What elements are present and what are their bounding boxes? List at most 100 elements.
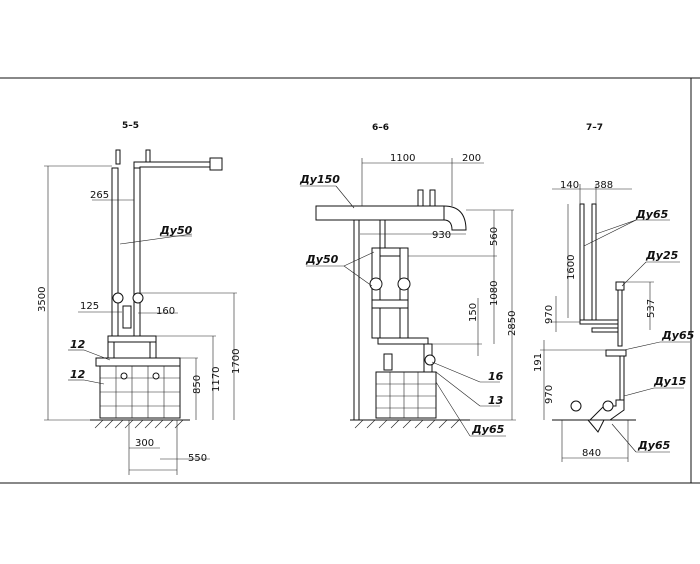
dim-191: 191 (533, 353, 544, 372)
leader-line (335, 185, 355, 209)
valve-icon (369, 277, 383, 291)
valve-stem (429, 189, 436, 207)
horizontal-pipe (605, 349, 627, 357)
label-du65: Ду65 (637, 439, 671, 452)
label-du25: Ду25 (645, 249, 679, 262)
leader-line (595, 219, 637, 235)
valve-stem (145, 149, 151, 163)
label-item-12: 12 (70, 368, 86, 381)
dim-190: 970 (544, 305, 555, 324)
bolt-icon (120, 372, 128, 380)
leader-line (623, 387, 655, 397)
leader-line (431, 361, 481, 383)
equipment-frame (375, 371, 437, 419)
valve-stem (417, 189, 424, 207)
dim-125: 125 (80, 301, 99, 312)
top-branch-pipe (139, 166, 222, 168)
section-title: 6–6 (372, 123, 389, 133)
gauge-icon (112, 292, 124, 304)
frame-beam (107, 335, 157, 343)
valve-icon (397, 277, 411, 291)
end-fitting (209, 157, 223, 171)
riser-pipe (133, 167, 141, 339)
leader-line (119, 233, 193, 245)
dim-970: 970 (544, 385, 555, 404)
dim-840: 840 (582, 448, 601, 459)
riser-pipe (617, 285, 623, 347)
riser-pipe (619, 355, 625, 401)
dim-160: 160 (156, 306, 175, 317)
loop-pipe (399, 247, 409, 339)
dim-152: 300 (135, 438, 154, 449)
frame-post (149, 341, 157, 361)
dim-537: 537 (646, 299, 657, 318)
dim-3500: 3500 (37, 287, 48, 312)
section-6-6: 6–6 (299, 123, 518, 437)
valve-body (122, 305, 132, 329)
section-title: 7–7 (586, 123, 603, 133)
label-du65: Ду65 (635, 208, 669, 221)
top-branch-pipe (133, 161, 222, 168)
equipment-detail (376, 372, 436, 418)
dim-265: 265 (90, 190, 109, 201)
dim-1170: 1170 (211, 367, 222, 392)
label-du50: Ду50 (159, 224, 193, 237)
leader-line (83, 349, 111, 361)
dim-930: 930 (432, 230, 451, 241)
dim-850: 850 (192, 375, 203, 394)
riser-pipe (111, 167, 119, 339)
dim-2850: 2850 (507, 311, 518, 336)
main-header-pipe (315, 205, 445, 221)
fitting (615, 281, 625, 291)
pump-body (383, 353, 393, 371)
leader-line (611, 423, 637, 453)
label-du65: Ду65 (661, 329, 695, 342)
label-du50: Ду50 (305, 253, 339, 266)
leader-line (435, 371, 481, 407)
bolt-icon (152, 372, 160, 380)
label-item-16: 16 (488, 370, 504, 383)
dim-1700: 1700 (231, 349, 242, 374)
leader-line (343, 265, 373, 287)
floor-hatch (94, 419, 184, 429)
pipe-run (572, 399, 625, 421)
horizontal-pipe (579, 319, 623, 325)
loop-pipe (371, 247, 381, 339)
frame-post (107, 341, 115, 361)
horizontal-pipe (377, 337, 429, 345)
strainer-icon (586, 419, 605, 433)
equipment-detail (100, 366, 180, 418)
dim-200: 200 (462, 153, 481, 164)
riser-pipe (579, 203, 585, 323)
dim-560: 560 (489, 227, 500, 246)
leader-line (621, 261, 647, 287)
dim-1600: 1600 (566, 255, 577, 280)
leader-line (583, 219, 637, 247)
gauge-icon (570, 400, 582, 412)
section-5-5: 5–5 (37, 121, 242, 475)
leader-line (623, 341, 661, 351)
riser-pipe (591, 203, 597, 323)
label-item-12: 12 (70, 338, 86, 351)
header-bend (443, 205, 467, 231)
leader-line (343, 251, 375, 267)
loop-pipe (371, 299, 409, 309)
gauge-icon (602, 400, 614, 412)
dim-140: 140 (560, 180, 579, 191)
dim-388: 388 (594, 180, 613, 191)
dim-1100: 1100 (390, 153, 415, 164)
flange-icon (424, 354, 436, 366)
label-item-13: 13 (488, 394, 504, 407)
dim-150: 150 (468, 303, 479, 322)
section-title: 5–5 (122, 121, 139, 131)
label-du150: Ду150 (299, 173, 340, 186)
label-du15: Ду15 (653, 375, 687, 388)
support-post (353, 219, 360, 421)
dim-300: 550 (188, 453, 207, 464)
leader-line (435, 381, 471, 437)
gauge-icon (132, 292, 144, 304)
label-du65: Ду65 (471, 423, 505, 436)
floor-hatch (354, 419, 460, 429)
